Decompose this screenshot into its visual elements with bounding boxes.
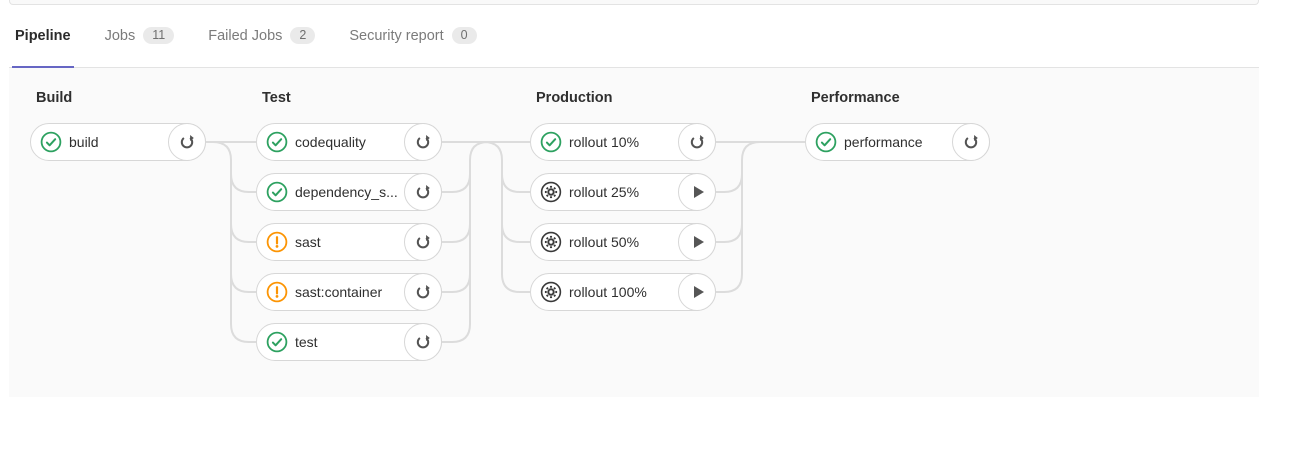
job-label: sast xyxy=(295,234,321,250)
job-rollout-25[interactable]: rollout 25% xyxy=(530,173,716,211)
success-icon xyxy=(266,181,288,203)
retry-button[interactable] xyxy=(404,173,442,211)
pipeline-page: Pipeline Jobs 11 Failed Jobs 2 Security … xyxy=(9,0,1259,397)
job-label: dependency_s... xyxy=(295,184,398,200)
manual-gear-icon xyxy=(540,181,562,203)
jobs-count-badge: 11 xyxy=(143,26,175,45)
retry-icon xyxy=(964,134,979,149)
job-label: test xyxy=(295,334,318,350)
success-icon xyxy=(40,131,62,153)
retry-button[interactable] xyxy=(404,123,442,161)
retry-button[interactable] xyxy=(952,123,990,161)
job-label: rollout 25% xyxy=(569,184,640,200)
warning-icon xyxy=(266,281,288,303)
tab-jobs[interactable]: Jobs 11 xyxy=(102,5,178,68)
stage-title-performance: Performance xyxy=(811,90,900,106)
stage-build: Build build xyxy=(30,90,206,173)
retry-icon xyxy=(180,134,195,149)
success-icon xyxy=(266,331,288,353)
manual-gear-icon xyxy=(540,281,562,303)
job-performance[interactable]: performance xyxy=(805,123,990,161)
stage-production: Production rollout 10% rollout 25% xyxy=(530,90,716,323)
play-icon xyxy=(693,186,704,198)
stage-test: Test codequality dependency_s... xyxy=(256,90,442,373)
pipeline-tab-bar: Pipeline Jobs 11 Failed Jobs 2 Security … xyxy=(9,5,1259,68)
job-build[interactable]: build xyxy=(30,123,206,161)
retry-icon xyxy=(416,134,431,149)
job-test[interactable]: test xyxy=(256,323,442,361)
tab-failed-jobs[interactable]: Failed Jobs 2 xyxy=(205,5,318,68)
job-sast-container[interactable]: sast:container xyxy=(256,273,442,311)
retry-icon xyxy=(416,334,431,349)
stage-title-production: Production xyxy=(536,90,613,106)
tab-security-report[interactable]: Security report 0 xyxy=(346,5,479,68)
play-icon xyxy=(693,286,704,298)
job-sast[interactable]: sast xyxy=(256,223,442,261)
job-rollout-10[interactable]: rollout 10% xyxy=(530,123,716,161)
retry-button[interactable] xyxy=(404,223,442,261)
tab-jobs-label: Jobs xyxy=(104,27,136,44)
retry-button[interactable] xyxy=(678,123,716,161)
success-icon xyxy=(540,131,562,153)
collapsed-panel-bottom xyxy=(9,0,1259,5)
security-report-count-badge: 0 xyxy=(451,26,477,45)
play-icon xyxy=(693,236,704,248)
job-codequality[interactable]: codequality xyxy=(256,123,442,161)
tab-pipeline-label: Pipeline xyxy=(15,27,71,44)
stage-title-test: Test xyxy=(262,90,291,106)
retry-button[interactable] xyxy=(404,273,442,311)
job-rollout-50[interactable]: rollout 50% xyxy=(530,223,716,261)
stage-performance: Performance performance xyxy=(805,90,990,173)
job-rollout-100[interactable]: rollout 100% xyxy=(530,273,716,311)
warning-icon xyxy=(266,231,288,253)
manual-gear-icon xyxy=(540,231,562,253)
stage-title-build: Build xyxy=(36,90,73,106)
retry-button[interactable] xyxy=(404,323,442,361)
play-button[interactable] xyxy=(678,273,716,311)
pipeline-graph: Build build Test codequality xyxy=(9,68,1259,397)
stage-connector-lines xyxy=(206,141,805,343)
job-label: build xyxy=(69,134,99,150)
job-label: rollout 10% xyxy=(569,134,640,150)
job-label: rollout 100% xyxy=(569,284,647,300)
retry-icon xyxy=(690,134,705,149)
retry-button[interactable] xyxy=(168,123,206,161)
tab-security-report-label: Security report xyxy=(349,27,444,44)
retry-icon xyxy=(416,234,431,249)
success-icon xyxy=(815,131,837,153)
job-dependency-scanning[interactable]: dependency_s... xyxy=(256,173,442,211)
job-label: performance xyxy=(844,134,923,150)
retry-icon xyxy=(416,284,431,299)
job-label: sast:container xyxy=(295,284,383,300)
success-icon xyxy=(266,131,288,153)
tab-pipeline[interactable]: Pipeline xyxy=(12,5,74,68)
failed-jobs-count-badge: 2 xyxy=(290,26,316,45)
job-label: codequality xyxy=(295,134,366,150)
play-button[interactable] xyxy=(678,223,716,261)
retry-icon xyxy=(416,184,431,199)
play-button[interactable] xyxy=(678,173,716,211)
tab-failed-jobs-label: Failed Jobs xyxy=(208,27,283,44)
job-label: rollout 50% xyxy=(569,234,640,250)
